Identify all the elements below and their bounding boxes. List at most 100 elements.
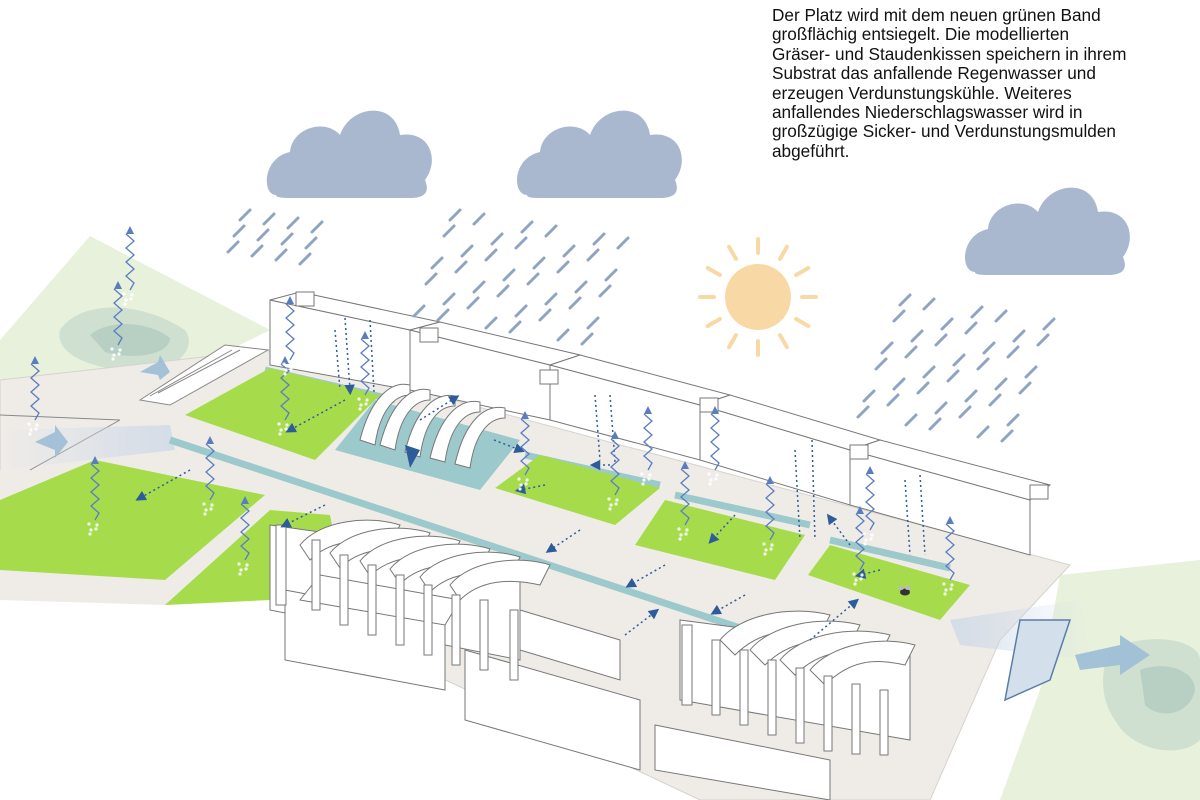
raindrop [448,208,462,222]
raindrop [238,208,252,222]
raindrop [532,256,546,270]
raindrop [274,248,288,262]
raindrop [892,309,906,323]
description-line: Der Platz wird mit dem neuen grünen Band [772,5,1101,25]
raindrop [604,268,618,282]
raindrop [580,332,594,346]
raindrop [1006,345,1020,359]
raindrop [286,216,300,230]
raindrop [562,244,576,258]
description-line: Substrat das anfallende Regenwasser und [772,63,1096,84]
rain-icon [226,208,1056,443]
raindrop [994,377,1008,391]
description-line: erzeugen Verdunstungskühle. Weiteres [772,82,1072,103]
raindrop [598,284,612,298]
bee-icon [898,586,911,596]
raindrop [574,280,588,294]
raindrop [898,293,912,307]
raindrop [424,272,438,286]
raindrop [232,224,246,238]
raindrop [940,317,954,331]
raindrop [862,389,876,403]
raindrop [886,393,900,407]
raindrop [1012,329,1026,343]
raindrop [484,316,498,330]
evaporation-arrow-icon [610,438,620,496]
raindrop [526,272,540,286]
raindrop [1000,429,1014,443]
outflow-arrows [35,355,1150,675]
raindrop [496,284,510,298]
raindrop [442,224,456,238]
evaporation-arrow-icon [30,363,40,421]
raindrop [568,296,582,310]
raindrop [892,377,906,391]
raindrop [520,220,534,234]
raindrop [910,329,924,343]
raindrop [976,425,990,439]
description-line: abgeführt. [772,140,850,161]
raindrop [502,268,516,282]
raindrop [436,308,450,322]
raindrop [556,260,570,274]
evaporation-arrow-icon [90,463,100,521]
water-outflow [0,425,1090,702]
raindrop [964,389,978,403]
raindrop [856,405,870,419]
raindrop [280,232,294,246]
raindrop [412,304,426,318]
raindrop [904,413,918,427]
building-front-left [269,519,641,771]
raindrop [304,236,318,250]
description-text: Der Platz wird mit dem neuen grünen Band… [772,5,1192,161]
raindrop [592,232,606,246]
raindrop [1018,381,1032,395]
evaporation-arrow-icon [710,413,720,471]
raindrop [1042,317,1056,331]
raindrop [952,353,966,367]
evaporation-arrow-icon [680,468,690,526]
raindrop [472,280,486,294]
description-line: anfallendes Niederschlagswasser wird in [772,102,1083,123]
raindrop [484,248,498,262]
cloud-icon [517,110,682,198]
evaporation-arrow-icon [205,443,215,501]
evaporation-arrow-icon [643,413,653,471]
building-front-right [654,610,916,800]
raindrop [250,244,264,258]
evaporation-arrow-icon [855,513,865,571]
raindrop [544,292,558,306]
raindrop [460,244,474,258]
raindrop [556,328,570,342]
description-line: großflächig entsiegelt. Die modellierten [772,24,1070,45]
raindrop [928,417,942,431]
raindrop [310,220,324,234]
cloud-icon [965,187,1130,275]
raindrop [262,212,276,226]
raindrop [508,320,522,334]
evaporation-arrow-icon [125,233,135,291]
raindrop [922,297,936,311]
raindrop [934,333,948,347]
raindrop [490,232,504,246]
raindrop [874,357,888,371]
raindrop [616,236,630,250]
raindrop [970,305,984,319]
raindrop [880,341,894,355]
raindrop [466,296,480,310]
evaporation-indicators [27,226,955,596]
raindrop [586,316,600,330]
raindrop [988,393,1002,407]
raindrop [994,309,1008,323]
raindrop [298,252,312,266]
evaporation-arrow-icon [240,503,250,561]
raindrop [904,345,918,359]
evaporation-arrow-icon [865,473,875,531]
evaporation-arrow-icon [360,338,370,396]
sun-icon [698,237,818,357]
raindrop [976,357,990,371]
raindrop [1006,413,1020,427]
description-line: Gräser- und Staudenkissen speichern in i… [772,43,1127,64]
building-row-back [269,291,1052,556]
